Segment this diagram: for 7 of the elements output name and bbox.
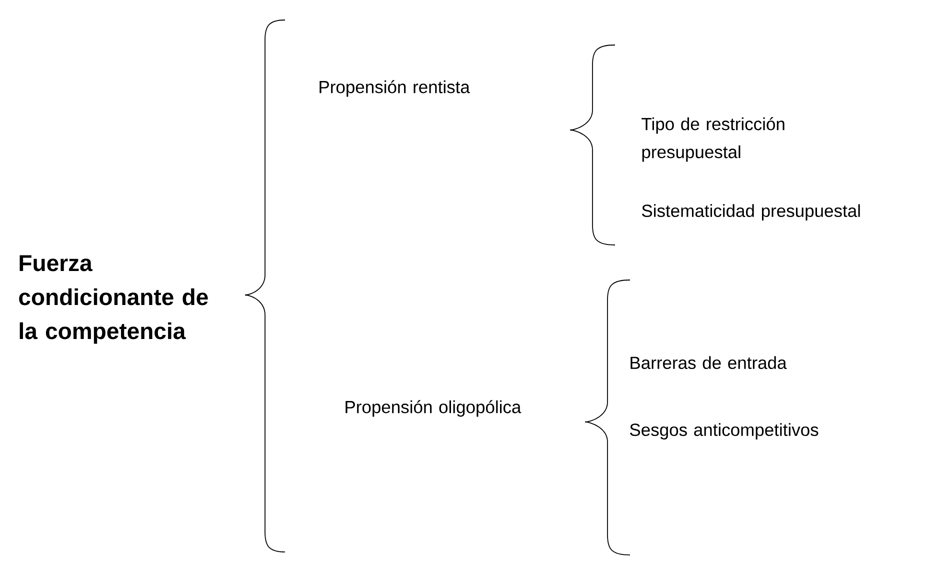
- category-label: Tipo de restricción presupuestal: [642, 117, 784, 162]
- category-label: Barreras de entrada: [630, 356, 787, 370]
- category-label: Propensión rentista: [320, 80, 470, 97]
- category-label: Sesgos anticompetitivos: [630, 423, 818, 440]
- category-label: Sistematicidad presupuestal: [642, 204, 860, 220]
- category-label: Propensión oligopólica: [346, 400, 522, 417]
- heading-text: Fuerza condicionante de la competencia: [19, 255, 208, 344]
